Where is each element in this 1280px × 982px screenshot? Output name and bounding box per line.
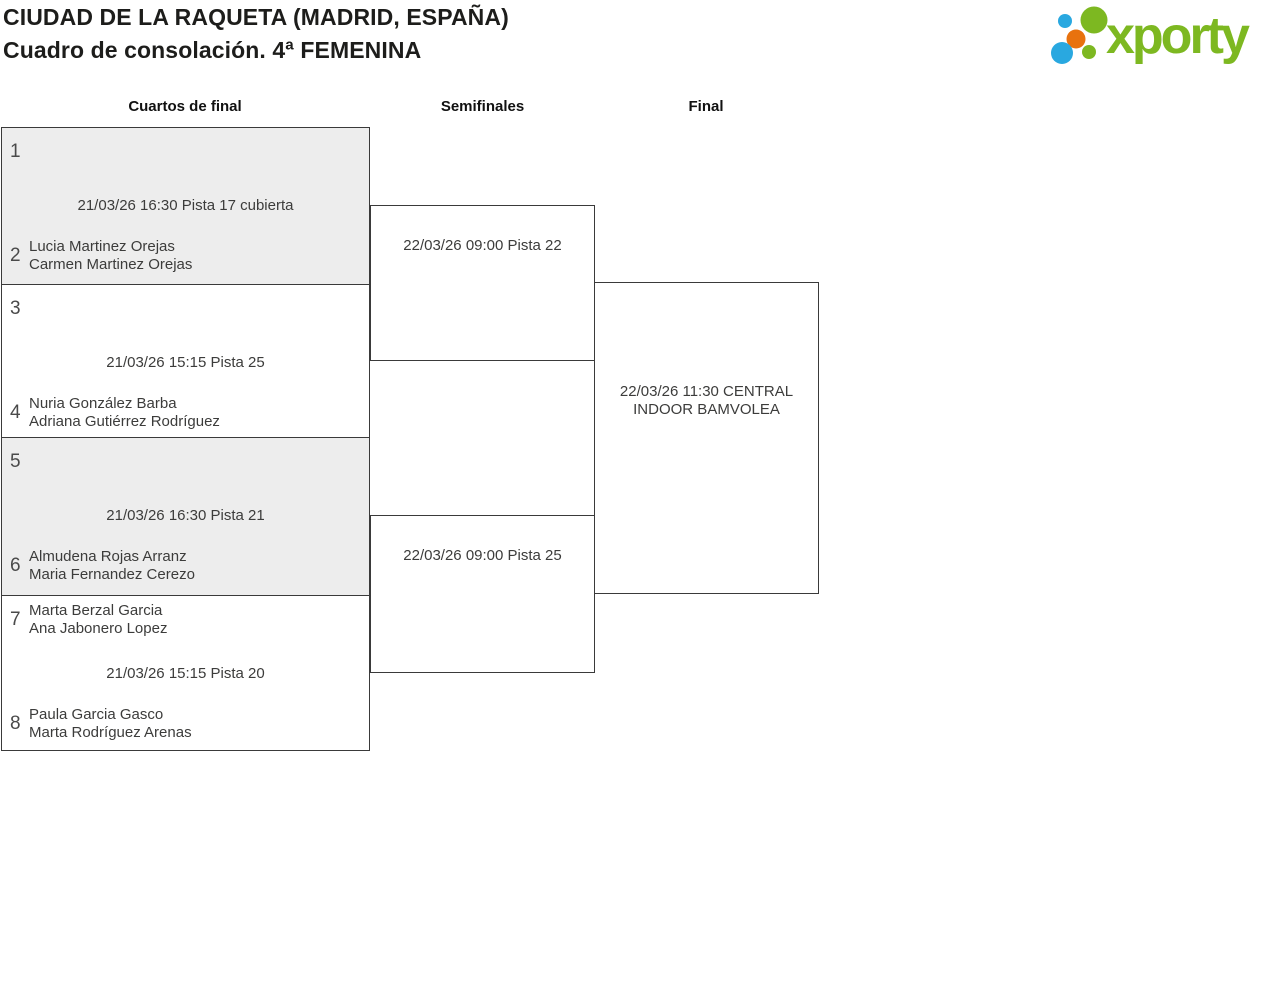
match-info-line2: INDOOR BAMVOLEA (633, 401, 780, 418)
player-name: Paula Garcia Gasco (29, 706, 164, 723)
player-name: Maria Fernandez Cerezo (29, 566, 195, 583)
match-info: 22/03/26 09:00 Pista 25 (403, 547, 562, 564)
team-slot: 1 (10, 132, 361, 172)
round-header-quarterfinals: Cuartos de final (128, 98, 242, 115)
match-info: 21/03/26 16:30 Pista 17 cubierta (77, 197, 294, 214)
match-info: 21/03/26 15:15 Pista 25 (106, 354, 265, 371)
player-name: Ana Jabonero Lopez (29, 620, 168, 637)
team-slot: 4 Nuria González Barba Adriana Gutiérrez… (10, 393, 361, 433)
page-subtitle: Cuadro de consolación. 4ª FEMENINA (3, 37, 422, 63)
team-names: Marta Berzal Garcia Ana Jabonero Lopez (29, 602, 167, 638)
xporty-logo[interactable]: xporty (1048, 5, 1278, 69)
seed-number: 5 (10, 451, 21, 472)
seed-number: 8 (10, 713, 21, 734)
match-semifinal-1[interactable]: 22/03/26 09:00 Pista 22 (370, 205, 595, 361)
match-quarterfinal-4[interactable]: 7 Marta Berzal Garcia Ana Jabonero Lopez… (1, 595, 370, 751)
team-names: Nuria González Barba Adriana Gutiérrez R… (29, 395, 220, 431)
team-slot: 7 Marta Berzal Garcia Ana Jabonero Lopez (10, 600, 361, 640)
seed-number: 3 (10, 298, 21, 319)
match-quarterfinal-3[interactable]: 5 21/03/26 16:30 Pista 21 6 Almudena Roj… (1, 437, 370, 596)
match-info: 22/03/26 11:30 CENTRAL INDOOR BAMVOLEA (595, 383, 818, 419)
seed-number: 4 (10, 402, 21, 423)
match-info-line1: 22/03/26 11:30 CENTRAL (619, 383, 794, 400)
match-info: 22/03/26 09:00 Pista 22 (403, 237, 562, 254)
seed-number: 7 (10, 609, 21, 630)
round-header-final: Final (688, 98, 724, 115)
seed-number: 6 (10, 555, 21, 576)
team-slot: 6 Almudena Rojas Arranz Maria Fernandez … (10, 546, 361, 586)
team-names: Almudena Rojas Arranz Maria Fernandez Ce… (29, 548, 195, 584)
match-info: 21/03/26 16:30 Pista 21 (106, 507, 265, 524)
team-names: Paula Garcia Gasco Marta Rodríguez Arena… (29, 706, 192, 742)
team-names: Lucia Martinez Orejas Carmen Martinez Or… (29, 238, 192, 274)
team-slot: 5 (10, 442, 361, 482)
seed-number: 2 (10, 245, 21, 266)
team-slot: 3 (10, 289, 361, 329)
seed-number: 1 (10, 141, 21, 162)
team-slot: 2 Lucia Martinez Orejas Carmen Martinez … (10, 236, 361, 276)
logo-wordmark: xporty (1106, 7, 1250, 65)
player-name: Adriana Gutiérrez Rodríguez (29, 413, 220, 430)
logo-dots-icon (1051, 6, 1108, 64)
player-name: Almudena Rojas Arranz (29, 548, 187, 565)
round-header-semifinals: Semifinales (440, 98, 525, 115)
match-info: 21/03/26 15:15 Pista 20 (106, 665, 265, 682)
page-header: CIUDAD DE LA RAQUETA (MADRID, ESPAÑA) Cu… (3, 1, 509, 67)
player-name: Lucia Martinez Orejas (29, 238, 175, 255)
match-semifinal-2[interactable]: 22/03/26 09:00 Pista 25 (370, 515, 595, 673)
player-name: Carmen Martinez Orejas (29, 256, 193, 273)
player-name: Nuria González Barba (29, 395, 177, 412)
match-quarterfinal-2[interactable]: 3 21/03/26 15:15 Pista 25 4 Nuria Gonzál… (1, 284, 370, 438)
page-title: CIUDAD DE LA RAQUETA (MADRID, ESPAÑA) (3, 4, 509, 30)
match-final[interactable]: 22/03/26 11:30 CENTRAL INDOOR BAMVOLEA (594, 282, 819, 594)
player-name: Marta Berzal Garcia (29, 602, 163, 619)
team-slot: 8 Paula Garcia Gasco Marta Rodríguez Are… (10, 704, 361, 744)
player-name: Marta Rodríguez Arenas (29, 724, 192, 741)
match-quarterfinal-1[interactable]: 1 21/03/26 16:30 Pista 17 cubierta 2 Luc… (1, 127, 370, 285)
